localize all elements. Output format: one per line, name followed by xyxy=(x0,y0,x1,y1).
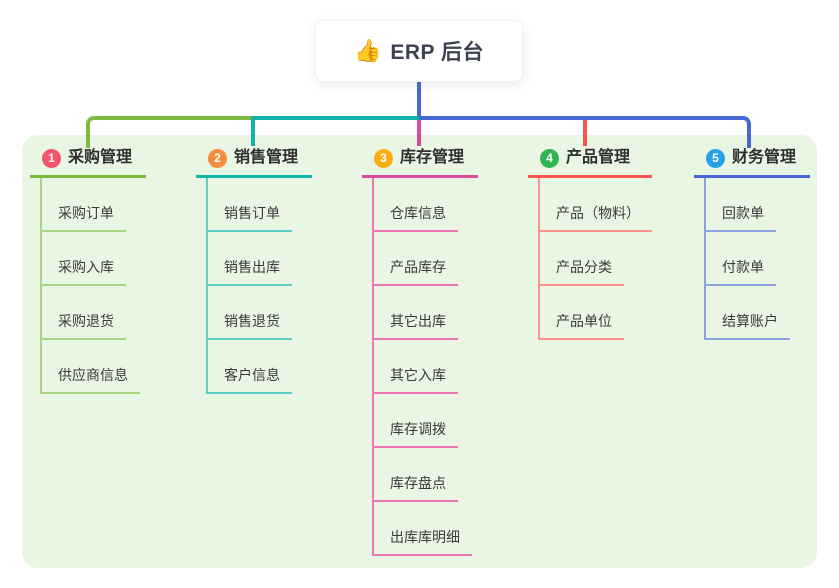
branch-number-badge: 4 xyxy=(540,148,559,168)
branch-2: 2 销售管理销售订单销售出库销售退货客户信息 xyxy=(196,135,313,394)
mindmap-panel: 1 采购管理采购订单采购入库采购退货供应商信息 2 销售管理销售订单销售出库销售退货客… xyxy=(22,135,817,568)
branch-4: 4 产品管理产品（物料）产品分类产品单位 xyxy=(528,135,652,340)
child-node[interactable]: 结算账户 xyxy=(706,286,790,340)
branch-title[interactable]: 3 库存管理 xyxy=(362,135,479,178)
child-node[interactable]: 采购退货 xyxy=(42,286,126,340)
branch-title[interactable]: 4 产品管理 xyxy=(528,135,652,178)
thumbs-up-icon: 👍 xyxy=(353,38,382,63)
child-node[interactable]: 产品单位 xyxy=(540,286,624,340)
branch-title[interactable]: 2 销售管理 xyxy=(196,135,313,178)
branch-number-badge: 2 xyxy=(208,148,227,168)
child-node[interactable]: 采购订单 xyxy=(42,178,126,232)
child-node[interactable]: 回款单 xyxy=(706,178,776,232)
connector-root-stem xyxy=(417,81,421,116)
child-node[interactable]: 库存调拨 xyxy=(374,394,458,448)
child-node[interactable]: 客户信息 xyxy=(208,340,292,394)
branch-number-badge: 3 xyxy=(374,148,393,168)
branch-number-badge: 1 xyxy=(42,148,61,168)
branch-number-badge: 5 xyxy=(706,148,725,168)
child-node[interactable]: 销售订单 xyxy=(208,178,292,232)
child-node[interactable]: 产品库存 xyxy=(374,232,458,286)
branch-children: 销售订单销售出库销售退货客户信息 xyxy=(206,178,312,394)
branch-title-label: 销售管理 xyxy=(234,149,299,166)
child-node[interactable]: 供应商信息 xyxy=(42,340,140,394)
branch-title-label: 库存管理 xyxy=(400,149,465,166)
branch-3: 3 库存管理仓库信息产品库存其它出库其它入库库存调拨库存盘点出库库明细 xyxy=(362,135,479,556)
child-node[interactable]: 仓库信息 xyxy=(374,178,458,232)
child-node[interactable]: 付款单 xyxy=(706,232,776,286)
child-node[interactable]: 销售退货 xyxy=(208,286,292,340)
branch-5: 5 财务管理回款单付款单结算账户 xyxy=(694,135,811,340)
root-node[interactable]: 👍 ERP 后台 xyxy=(315,20,523,82)
branch-title[interactable]: 5 财务管理 xyxy=(694,135,811,178)
child-node[interactable]: 产品（物料） xyxy=(540,178,652,232)
child-node[interactable]: 产品分类 xyxy=(540,232,624,286)
child-node[interactable]: 销售出库 xyxy=(208,232,292,286)
branch-title-label: 采购管理 xyxy=(68,149,133,166)
branch-title-label: 产品管理 xyxy=(566,149,631,166)
child-node[interactable]: 出库库明细 xyxy=(374,502,472,556)
child-node[interactable]: 其它入库 xyxy=(374,340,458,394)
branch-children: 产品（物料）产品分类产品单位 xyxy=(538,178,652,340)
connector-h-segment xyxy=(253,116,419,120)
branch-children: 采购订单采购入库采购退货供应商信息 xyxy=(40,178,146,394)
child-node[interactable]: 其它出库 xyxy=(374,286,458,340)
branch-1: 1 采购管理采购订单采购入库采购退货供应商信息 xyxy=(30,135,147,394)
child-node[interactable]: 库存盘点 xyxy=(374,448,458,502)
child-node[interactable]: 采购入库 xyxy=(42,232,126,286)
branch-children: 回款单付款单结算账户 xyxy=(704,178,810,340)
branch-title-label: 财务管理 xyxy=(732,149,797,166)
branch-children: 仓库信息产品库存其它出库其它入库库存调拨库存盘点出库库明细 xyxy=(372,178,478,556)
root-node-label: ERP 后台 xyxy=(390,41,485,64)
branch-title[interactable]: 1 采购管理 xyxy=(30,135,147,178)
